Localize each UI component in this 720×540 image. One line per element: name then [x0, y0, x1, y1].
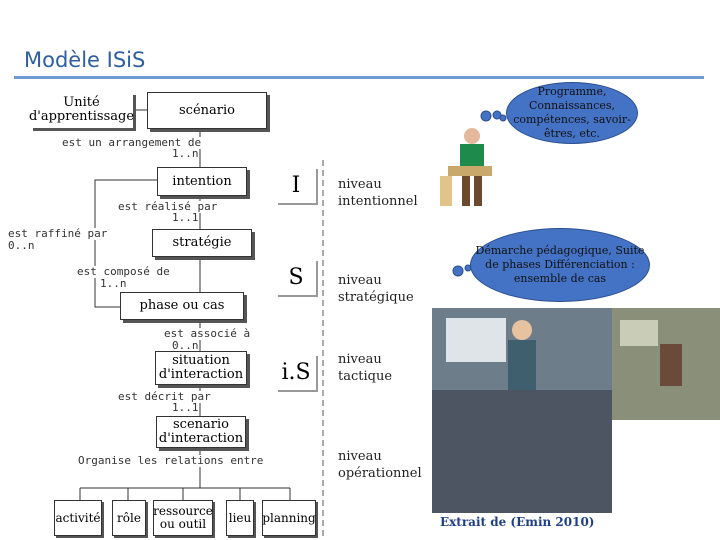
- intention-box: intention: [157, 167, 247, 196]
- strategie-box: stratégie: [152, 229, 252, 257]
- scenario-box: scénario: [147, 92, 267, 129]
- cardinality-associe: 0..n: [172, 339, 199, 352]
- scenario-interaction-box: scenario d'interaction: [156, 416, 246, 448]
- credit-note: Extrait de (Emin 2010): [440, 515, 595, 529]
- level-label-operationnel: niveau opérationnel: [338, 449, 422, 481]
- relation-associe: est associé à: [164, 327, 251, 340]
- cardinality-decrit: 1..1: [172, 401, 199, 414]
- attribute-activite: activité: [54, 500, 102, 536]
- cardinality-raffine: 0..n: [8, 239, 35, 252]
- level-label-tactique: niveau tactique: [338, 352, 393, 384]
- phase-ou-cas-box: phase ou cas: [120, 292, 244, 320]
- title-underline: [14, 76, 704, 79]
- level-letter-is: i.S: [276, 354, 316, 390]
- relation-decrit: est décrit par: [118, 390, 211, 403]
- relation-compose: est composé de: [77, 265, 170, 278]
- level-letter-s: S: [276, 259, 316, 295]
- relation-raffine: est raffiné par: [8, 227, 108, 240]
- attribute-ressource: ressource ou outil: [153, 500, 213, 536]
- relation-realise: est réalisé par: [118, 200, 218, 213]
- programme-bubble: Programme, Connaissances, compétences, s…: [506, 82, 638, 144]
- relation-arrangement: est un arrangement de: [62, 136, 202, 149]
- level-label-intentionnel: niveau intentionnel: [338, 177, 418, 209]
- level-label-strategique: niveau stratégique: [338, 273, 414, 305]
- relation-organise: Organise les relations entre: [78, 454, 264, 467]
- slide-title: Modèle ISiS: [24, 48, 146, 72]
- unite-apprentissage-box: Unité d'apprentissage: [29, 92, 134, 128]
- level-letter-i: I: [276, 167, 316, 203]
- cardinality-arrangement: 1..n: [172, 147, 199, 160]
- attribute-role: rôle: [112, 500, 146, 536]
- teacher-illustration: [440, 128, 492, 206]
- attribute-planning: planning: [262, 500, 316, 536]
- cardinality-realise: 1..1: [172, 211, 199, 224]
- demarche-bubble: Démarche pédagogique, Suite de phases Di…: [470, 228, 650, 302]
- situation-interaction-box: situation d'interaction: [155, 351, 247, 385]
- cardinality-compose: 1..n: [100, 277, 127, 290]
- attribute-lieu: lieu: [226, 500, 254, 536]
